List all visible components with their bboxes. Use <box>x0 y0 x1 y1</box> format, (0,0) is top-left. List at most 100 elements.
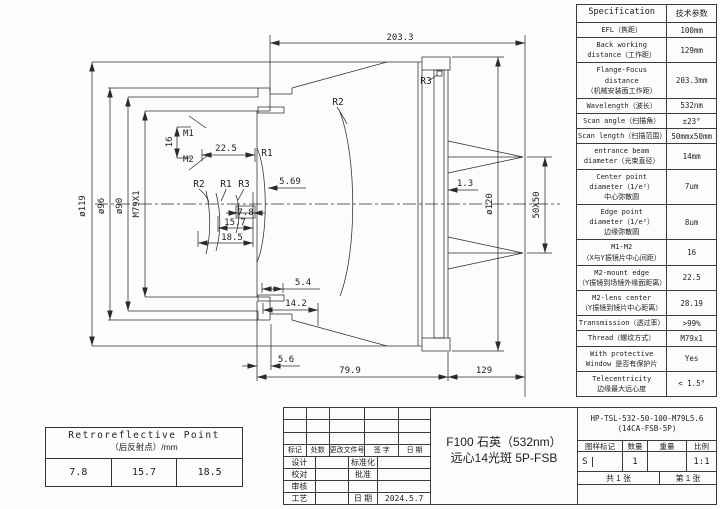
lens-surfaces: R2 R1 R3 R1 R2 R3 <box>193 76 432 297</box>
rev-col-count: 处数 <box>307 444 330 456</box>
spec-row-value: 28.19 <box>680 298 703 308</box>
spec-row-value: 7um <box>684 182 699 192</box>
title-block-stamp-area: HP-TSL-532-50-100-M79L5.6 (14CA-FSB-5P) … <box>578 408 716 504</box>
spec-row: M2-lens center （Y振镜到镜片中心距离） 28.19 <box>577 290 716 317</box>
dim-5-4: 5.4 <box>295 278 311 288</box>
spec-row: EFL（焦距） 100mm <box>577 23 716 39</box>
title-block-name-area: F100 石英（532nm） 远心14光斑 5P-FSB <box>431 408 578 504</box>
sheets-total: 共 1 张 <box>578 472 660 484</box>
mirror-m1-label: M1 <box>183 129 194 139</box>
dim-79-9: 79.9 <box>339 366 361 376</box>
spec-header-zh: 技术参数 <box>675 9 708 18</box>
approval-date-cell <box>378 481 430 492</box>
stamp-col-weight: 重量 <box>648 441 687 451</box>
rev-col-signature: 签 字 <box>365 444 400 456</box>
title-block-revision-area: 标记 处数 更改文件号 签 字 日 期 设计 标准化 校对 <box>284 408 431 504</box>
dim-dia119: ø119 <box>78 195 88 217</box>
part-number-line1: HP-TSL-532-50-100-M79L5.6 <box>590 413 704 423</box>
galvo-mirrors: M1 M2 <box>183 115 208 171</box>
spec-row-label: Wavelength（波长） <box>577 98 668 113</box>
spec-row-label: Flange-Focus distance （机械安装面工作距） <box>577 63 668 98</box>
rev-col-mark: 标记 <box>284 444 307 456</box>
surface-r1-front-label: R1 <box>261 148 273 159</box>
approval-role-2: 批准 <box>349 469 379 480</box>
spec-row: Back working distance（工作距） 129mm <box>577 38 716 64</box>
dim-14-2: 14.2 <box>285 299 307 309</box>
protective-window <box>417 56 451 352</box>
dim-22-5: 22.5 <box>215 144 237 154</box>
stamp-col-scale: 比例 <box>694 441 709 451</box>
dim-dia90: ø90 <box>115 198 125 214</box>
window-dimensions: ø120 50X50 <box>452 56 552 352</box>
stamp-value-row: S 1 1:1 <box>578 452 716 472</box>
surface-r1-label: R1 <box>220 179 232 190</box>
approval-signature-cell <box>316 457 349 468</box>
dim-5-6: 5.6 <box>278 355 294 365</box>
retro-value: 7.8 <box>46 459 112 486</box>
approval-rows: 设计 标准化 校对 批准 审核 <box>284 457 430 504</box>
dim-5-69: 5.69 <box>279 177 301 187</box>
spec-row-label: Transmission（透过率） <box>577 316 668 331</box>
spec-header-en: Specification <box>577 5 668 22</box>
spec-row: With protective Window 是否有保护片 Yes <box>577 346 716 372</box>
stamp-weight <box>648 452 687 471</box>
spec-row-label: entrance beam diameter（光束直径） <box>577 144 668 169</box>
spec-row: entrance beam diameter（光束直径） 14mm <box>577 144 716 170</box>
approval-role: 校对 <box>284 469 316 480</box>
approval-date-cell <box>378 457 430 468</box>
approval-role: 工艺 <box>284 493 316 504</box>
retro-point-dimensions: 7.8 15.7 18.5 <box>197 192 265 247</box>
stamp-mark: S <box>578 456 593 467</box>
spec-row-value: ±23° <box>682 116 701 126</box>
spec-row-value: Yes <box>684 354 699 364</box>
spec-table-header: Specification 技术参数 <box>577 5 716 23</box>
stamp-mark-cells: S <box>578 452 623 471</box>
approval-role-2 <box>349 481 379 492</box>
spec-row: Transmission（透过率） >99% <box>577 316 716 332</box>
spec-row: Edge point diameter（1/e²） 边缘弥散圆 8um <box>577 204 716 241</box>
stamp-col-mark: 图样标记 <box>578 441 623 451</box>
dim-18-5: 18.5 <box>221 233 243 243</box>
approval-signature-cell <box>316 493 349 504</box>
dim-129: 129 <box>476 366 492 376</box>
rev-col-date: 日 期 <box>406 447 423 455</box>
stamp-header-row: 图样标记 数量 重量 比例 <box>578 441 716 452</box>
dim-dia96: ø96 <box>97 198 107 214</box>
drawing-title-line1: F100 石英（532nm） <box>446 434 562 449</box>
spec-row: M1-M2 （X与Y振镜片中心间距） 16 <box>577 240 716 266</box>
spec-row: Scan angle（扫描角） ±23° <box>577 113 716 130</box>
revision-empty-row <box>284 432 430 445</box>
revision-header-row: 标记 处数 更改文件号 签 字 日 期 <box>284 444 430 457</box>
drawing-title-line2: 远心14光斑 5P-FSB <box>450 451 558 465</box>
spec-row: Center point diameter（1/e²） 中心弥散圆 7um <box>577 169 716 205</box>
revision-empty-row <box>284 408 430 421</box>
retro-title-zh: （后反射点）/mm <box>110 442 178 452</box>
part-number: HP-TSL-532-50-100-M79L5.6 (14CA-FSB-5P) <box>578 408 716 441</box>
surface-r3-label: R3 <box>238 179 249 190</box>
rev-col-docno: 更改文件号 <box>330 444 366 456</box>
dim-16: 16 <box>165 137 175 148</box>
spec-row-label: M2-lens center （Y振镜到镜片中心距离） <box>577 290 668 316</box>
spec-row: Scan length（扫描范围） 50mmx50mm <box>577 129 716 145</box>
spec-row-label: Back working distance（工作距） <box>577 38 668 63</box>
dim-1-3: 1.3 <box>457 179 473 189</box>
spec-row-label: Scan angle（扫描角） <box>577 113 668 129</box>
spec-row-value: 532nm <box>680 101 703 111</box>
window-r3-label: R3 <box>420 76 431 87</box>
spec-row-label: M2-mount edge （Y振镜到场镜外缘面距离） <box>577 265 668 290</box>
spec-row-value: 129mm <box>680 45 703 55</box>
spec-row: Wavelength（波长） 532nm <box>577 98 716 114</box>
retro-table-values: 7.8 15.7 18.5 <box>46 459 242 486</box>
retro-title-en: Retroreflective Point <box>68 430 220 441</box>
spec-table-rows: EFL（焦距） 100mm Back working distance（工作距）… <box>577 23 716 397</box>
spec-row-label: Scan length（扫描范围） <box>577 129 668 144</box>
approval-row: 校对 批准 <box>284 469 430 481</box>
retro-table-header: Retroreflective Point （后反射点）/mm <box>46 428 242 459</box>
retroreflective-table: Retroreflective Point （后反射点）/mm 7.8 15.7… <box>45 427 243 487</box>
spec-row: Flange-Focus distance （机械安装面工作距） 203.3mm <box>577 63 716 99</box>
spec-row-label: Center point diameter（1/e²） 中心弥散圆 <box>577 169 668 204</box>
diameter-dimensions: ø119 ø96 ø90 M79X1 <box>78 62 148 346</box>
spec-row-value: >99% <box>682 318 701 328</box>
surface-r2-front-label: R2 <box>332 97 343 108</box>
